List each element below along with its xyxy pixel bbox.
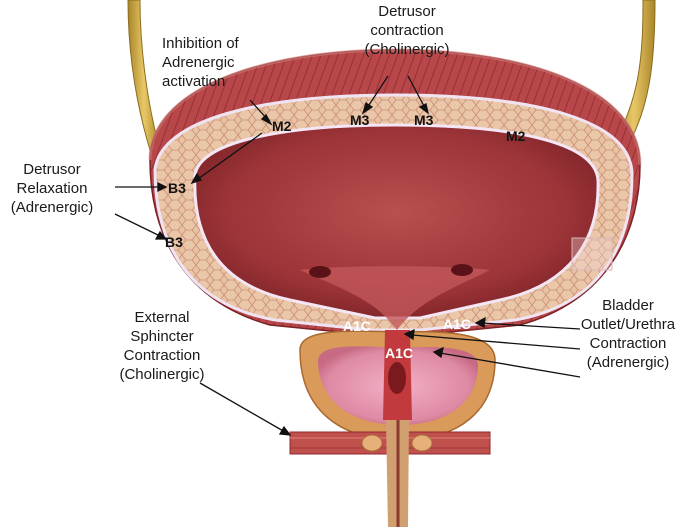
label-line: Bladder	[602, 297, 654, 314]
receptor-a1c-right: A1C	[443, 316, 472, 332]
receptor-m2-right: M2	[506, 128, 526, 144]
label-line: contraction	[370, 22, 444, 39]
label-line: Contraction	[123, 347, 201, 364]
bladder-outlet-label: Bladder Outlet/Urethra Contraction (Adre…	[574, 296, 682, 372]
right-ureteral-orifice	[451, 264, 473, 276]
receptor-m3-right: M3	[414, 112, 434, 128]
label-line: Sphincter	[130, 328, 194, 345]
label-line: Contraction	[589, 335, 667, 352]
label-line: Inhibition of	[162, 35, 239, 52]
trigone	[300, 266, 490, 330]
label-line: activation	[162, 73, 226, 90]
label-line: Adrenergic	[162, 54, 235, 71]
label-line: Outlet/Urethra	[580, 316, 676, 333]
receptor-b3-lower: B3	[165, 234, 183, 250]
receptor-m2-left: M2	[272, 118, 292, 134]
receptor-a1c-center: A1C	[385, 345, 414, 361]
left-ureter	[127, 0, 161, 151]
receptor-b3-upper: B3	[168, 180, 186, 196]
detrusor-relaxation-label: Detrusor Relaxation (Adrenergic)	[2, 160, 102, 217]
label-line: (Adrenergic)	[586, 354, 670, 371]
label-line: (Adrenergic)	[10, 199, 94, 216]
label-line: (Cholinergic)	[119, 366, 205, 383]
bulbourethral-gland-left	[361, 434, 383, 452]
bulbourethral-gland-right	[411, 434, 433, 452]
pointer-arrows	[114, 75, 581, 436]
receptor-m3-left: M3	[350, 112, 370, 128]
label-line: Relaxation	[16, 180, 88, 197]
detrusor-contraction-label: Detrusor contraction (Cholinergic)	[352, 2, 462, 59]
label-line: Detrusor	[23, 161, 81, 178]
left-ureteral-orifice	[309, 266, 331, 278]
label-line: (Cholinergic)	[364, 41, 450, 58]
bladder-lumen	[193, 123, 600, 320]
receptor-a1c-left: A1C	[343, 318, 372, 334]
external-sphincter-label: External Sphincter Contraction (Choliner…	[108, 308, 216, 384]
label-line: Detrusor	[378, 3, 436, 20]
inset-box	[571, 237, 613, 271]
inhibition-label: Inhibition of Adrenergic activation	[162, 34, 272, 91]
label-line: External	[134, 309, 190, 326]
